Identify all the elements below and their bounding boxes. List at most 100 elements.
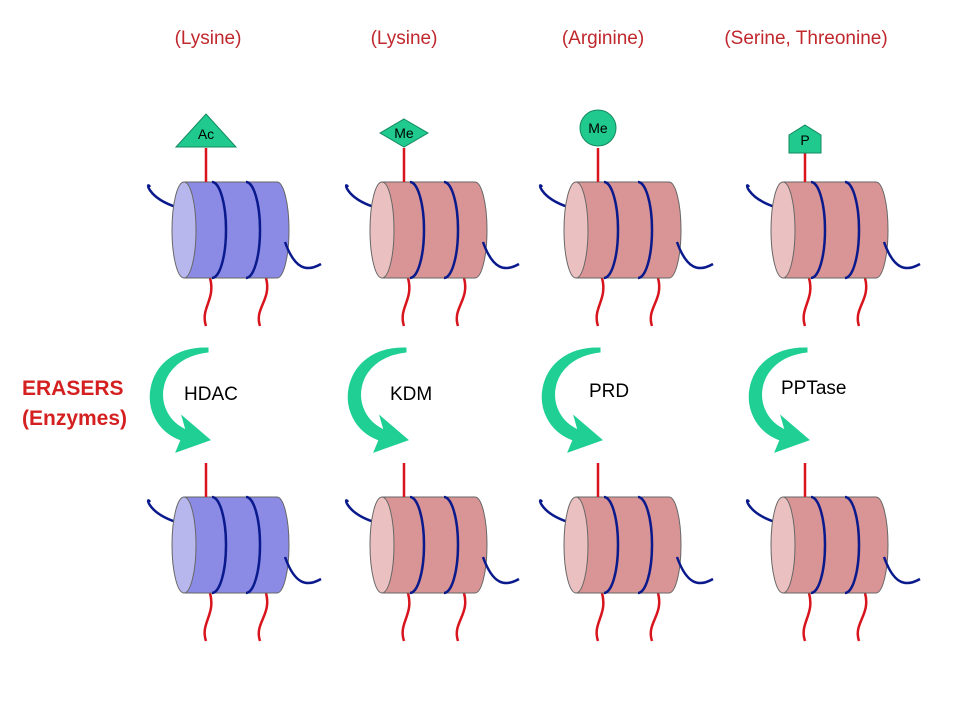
- enzyme-label-1: HDAC: [184, 384, 238, 405]
- curved-arrow: [748, 347, 810, 453]
- histone-core-face: [563, 181, 589, 279]
- dna-strand-right: [882, 241, 921, 270]
- dna-wrap: [409, 180, 426, 280]
- histone-tail: [455, 592, 467, 642]
- histone-tail: [649, 277, 661, 327]
- dna-wrap: [637, 180, 654, 280]
- enzyme-label-4: PPTase: [781, 378, 847, 399]
- residue-label-2: (Lysine): [370, 28, 438, 49]
- residue-label-1: (Lysine): [174, 28, 242, 49]
- erasers-label-line2: (Enzymes): [22, 407, 128, 430]
- erasers-label: ERASERS (Enzymes): [22, 374, 127, 434]
- dna-wrap: [810, 180, 827, 280]
- histone-core-face: [369, 181, 395, 279]
- dna-strand-left: [146, 499, 177, 524]
- nucleosome-top-3: [538, 148, 714, 327]
- modification-mark-label: Me: [394, 125, 414, 141]
- curved-arrow: [347, 347, 409, 453]
- eraser-arrow-1: [149, 347, 211, 453]
- nucleosome-bottom-4: [745, 463, 921, 642]
- dna-strand-right: [481, 556, 520, 585]
- eraser-arrow-4: [748, 347, 810, 453]
- histone-tail: [257, 277, 269, 327]
- nucleosome-bottom-3: [538, 463, 714, 642]
- modification-mark-label: P: [800, 132, 809, 148]
- curved-arrow: [149, 347, 211, 453]
- dna-strand-left: [344, 184, 375, 209]
- eraser-arrow-3: [541, 347, 603, 453]
- dna-strand-right: [675, 556, 714, 585]
- nucleosome-top-1: [146, 148, 322, 327]
- dna-wrap: [443, 180, 460, 280]
- histone-tail: [203, 592, 213, 642]
- histone-core: [575, 496, 682, 594]
- acetyl-triangle: [174, 113, 238, 148]
- dna-wrap: [603, 495, 620, 595]
- modification-mark-1: Ac: [174, 113, 238, 148]
- nucleosome-bottom-1: [146, 463, 322, 642]
- dna-strand-right: [283, 241, 322, 270]
- modification-mark-3: Me: [579, 109, 617, 147]
- modification-mark-2: Me: [379, 118, 429, 148]
- nucleosome-top-4: [745, 148, 921, 327]
- histone-core-face: [770, 181, 796, 279]
- nucleosome-top-2: [344, 148, 520, 327]
- modification-mark-label: Me: [588, 120, 608, 136]
- histone-tail: [856, 277, 868, 327]
- histone-tail: [649, 592, 661, 642]
- enzyme-label-3: PRD: [589, 381, 630, 402]
- histone-tail: [856, 592, 868, 642]
- dna-strand-left: [344, 499, 375, 524]
- histone-core: [183, 181, 290, 279]
- dna-strand-right: [882, 556, 921, 585]
- histone-core-face: [770, 496, 796, 594]
- dna-wrap: [637, 495, 654, 595]
- histone-core-face: [369, 496, 395, 594]
- histone-core: [782, 181, 889, 279]
- methyl-circle: [579, 109, 617, 147]
- dna-wrap: [245, 180, 262, 280]
- histone-tail: [401, 277, 411, 327]
- dna-wrap: [409, 495, 426, 595]
- dna-wrap: [443, 495, 460, 595]
- dna-wrap: [844, 495, 861, 595]
- histone-tail: [595, 592, 605, 642]
- methyl-diamond: [379, 118, 429, 148]
- residue-label-3: (Arginine): [561, 28, 645, 49]
- dna-wrap: [810, 495, 827, 595]
- phosphate-pentagon: [788, 124, 822, 154]
- modification-mark-label: Ac: [198, 126, 214, 142]
- histone-tail: [802, 592, 812, 642]
- histone-tail: [455, 277, 467, 327]
- dna-strand-left: [538, 499, 569, 524]
- modification-mark-4: P: [788, 124, 822, 154]
- histone-core-face: [171, 181, 197, 279]
- histone-core: [183, 496, 290, 594]
- histone-core: [782, 496, 889, 594]
- dna-strand-right: [283, 556, 322, 585]
- dna-strand-left: [146, 184, 177, 209]
- histone-core: [381, 181, 488, 279]
- nucleosome-bottom-2: [344, 463, 520, 642]
- histone-core-face: [563, 496, 589, 594]
- histone-tail: [401, 592, 411, 642]
- eraser-arrow-2: [347, 347, 409, 453]
- dna-wrap: [844, 180, 861, 280]
- dna-strand-left: [538, 184, 569, 209]
- dna-strand-right: [481, 241, 520, 270]
- dna-wrap: [211, 180, 228, 280]
- histone-tail: [802, 277, 812, 327]
- dna-strand-right: [675, 241, 714, 270]
- histone-tail: [595, 277, 605, 327]
- dna-strand-left: [745, 184, 776, 209]
- dna-wrap: [603, 180, 620, 280]
- dna-wrap: [245, 495, 262, 595]
- residue-label-4: (Serine, Threonine): [724, 28, 888, 49]
- histone-tail: [203, 277, 213, 327]
- dna-strand-left: [745, 499, 776, 524]
- histone-tail: [257, 592, 269, 642]
- curved-arrow: [541, 347, 603, 453]
- histone-core: [575, 181, 682, 279]
- enzyme-label-2: KDM: [390, 384, 433, 405]
